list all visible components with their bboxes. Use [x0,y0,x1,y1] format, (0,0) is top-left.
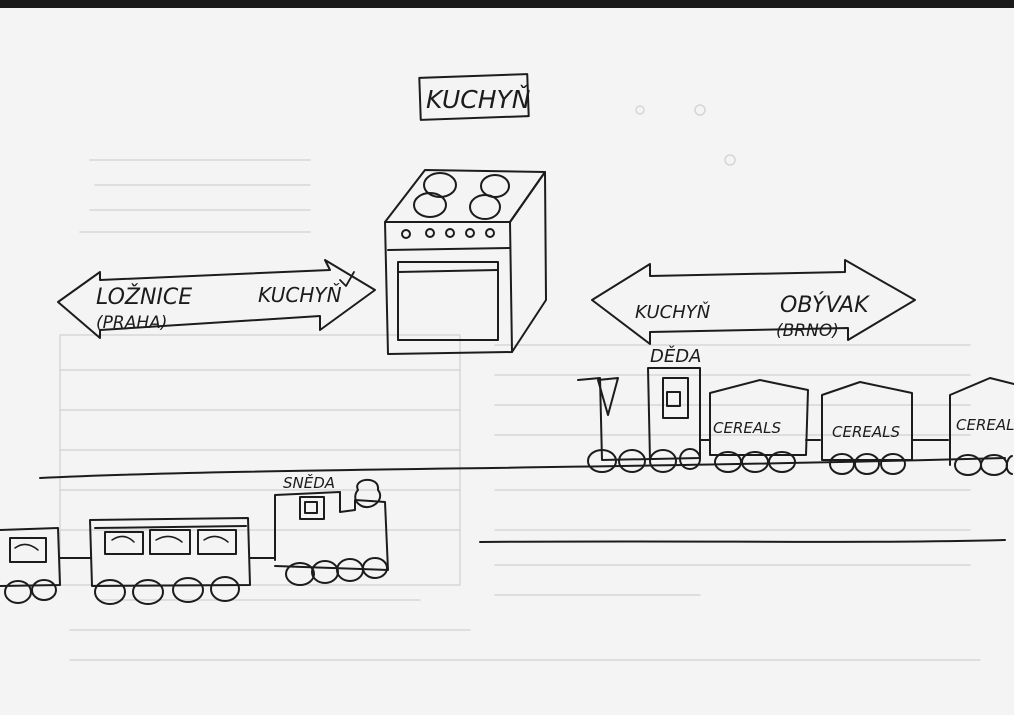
arrow-kitchen-livingroom: KUCHYŇ OBÝVAK (BRNO) [591,259,916,345]
cereal-wagon-3-label: CEREALS [956,416,1014,434]
cereal-wagon-1-label: CEREALS [713,419,781,437]
left-train: SNĚDA [0,473,389,605]
passenger-wagon [89,517,251,605]
kitchen-label-box: KUCHYŇ [418,73,531,121]
right-train-engine: DĚDA [577,345,701,473]
cereal-wagon-1: CEREALS [709,379,809,473]
left-engine-label: SNĚDA [283,473,335,492]
cereal-wagon-3: CEREALS [949,377,1014,476]
right-train: DĚDA CEREALS CEREALS [577,345,1014,476]
cereal-wagon-2-label: CEREALS [832,423,900,441]
bedroom-label: LOŽNICE [96,284,192,310]
bedroom-arrow-kitchen-label: KUCHYŇ [258,283,342,307]
arrow-bedroom-kitchen: LOŽNICE (PRAHA) KUCHYŇ [57,259,376,339]
livingroom-label: OBÝVAK [780,292,870,318]
cereal-wagon-2: CEREALS [821,381,913,475]
livingroom-arrow-kitchen-label: KUCHYŇ [635,301,710,323]
left-edge-wagon [0,527,61,604]
bedroom-city-label: (PRAHA) [96,313,167,333]
stove-drawing [384,169,547,355]
bleed-through-background [59,104,981,661]
right-engine-label: DĚDA [650,345,701,367]
livingroom-city-label: (BRNO) [776,321,839,341]
left-train-engine: SNĚDA [274,473,389,586]
scan-top-edge [0,0,1014,8]
separator-lines [39,457,1006,543]
kitchen-label-text: KUCHYŇ [426,85,531,114]
